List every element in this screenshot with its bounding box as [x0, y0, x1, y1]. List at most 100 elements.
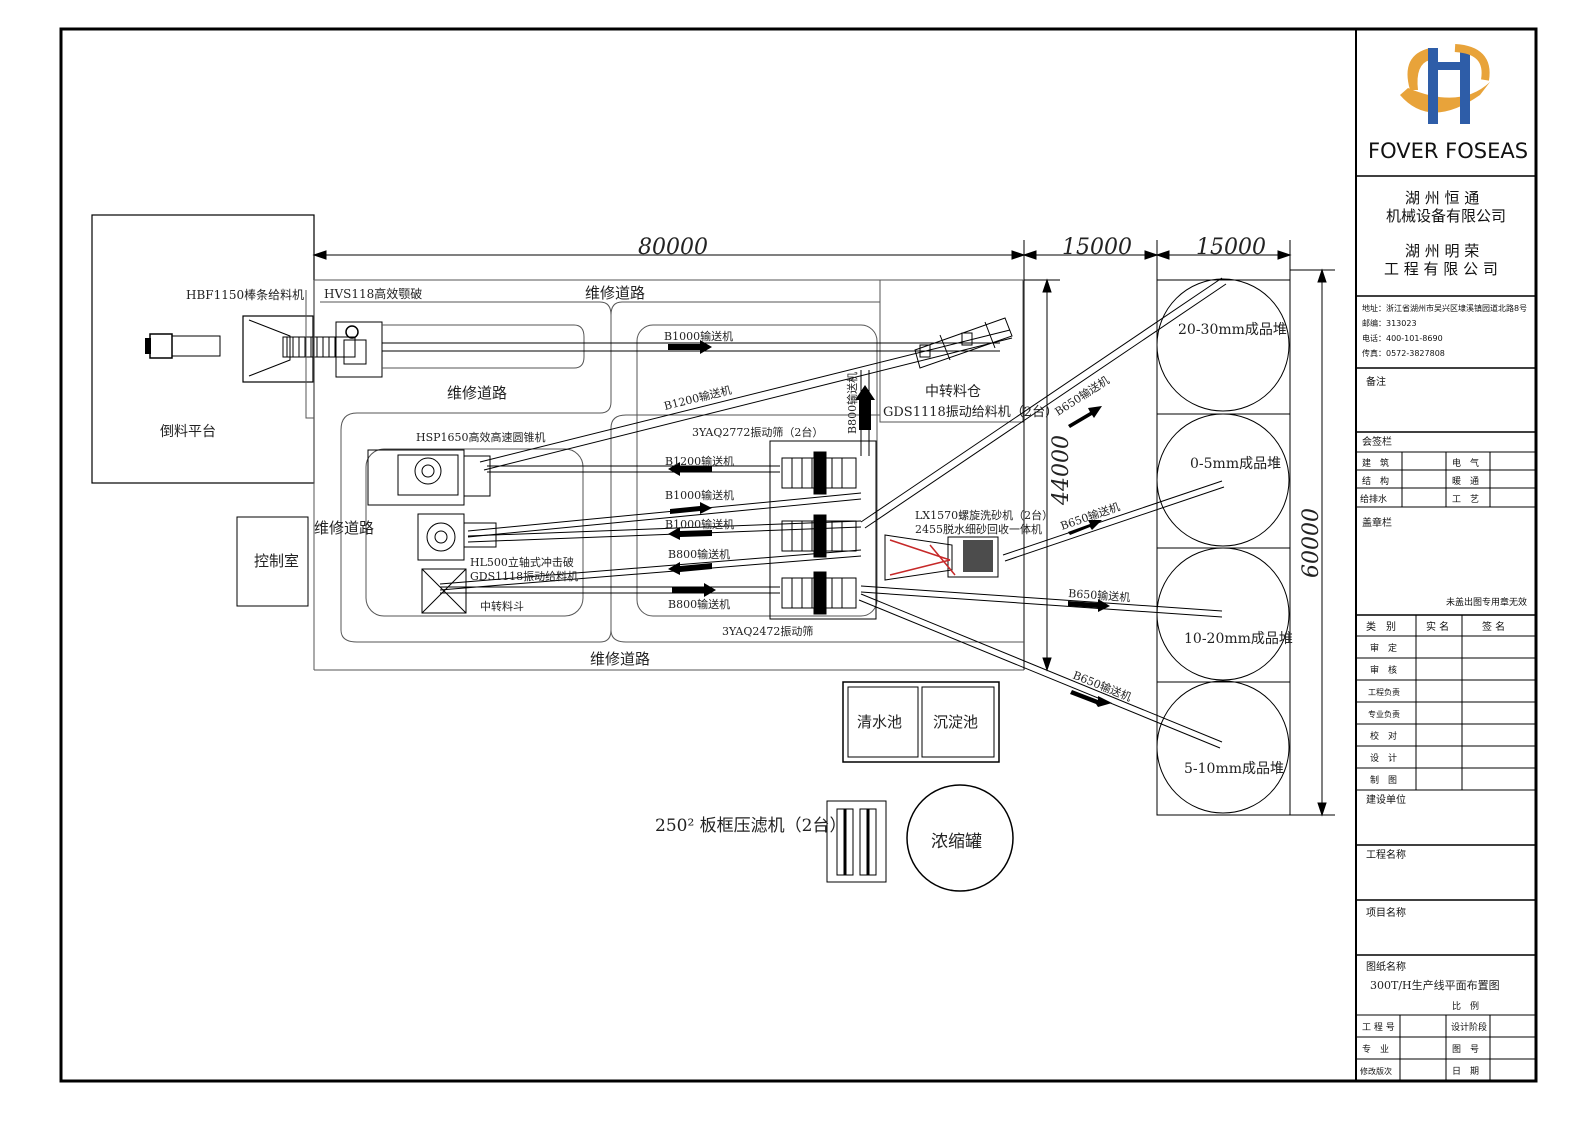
filter-press: [826, 800, 887, 883]
control-room-label: 控制室: [254, 552, 299, 570]
b800-a-label: B800输送机: [668, 547, 730, 561]
thickener-label: 浓缩罐: [931, 832, 982, 852]
proj-lead-label: 工程负责: [1368, 687, 1400, 697]
design-label: 设 计: [1370, 752, 1397, 764]
transfer-bin: [914, 317, 1013, 369]
pile2-label: 0-5mm成品堆: [1190, 456, 1281, 472]
settle-pool-label: 沉淀池: [933, 713, 978, 731]
site-roads: [305, 279, 1024, 671]
jaw-crusher: [335, 321, 383, 378]
proofread-label: 校 对: [1370, 730, 1397, 742]
b1000-b-label: B1000输送机: [665, 488, 734, 502]
hvac-label: 暖 通: [1452, 475, 1479, 487]
cone-crusher: [367, 449, 491, 506]
flow-arrows: [668, 340, 1112, 707]
b1200-a-label: B1200输送机: [662, 383, 732, 413]
logo-icon: [1400, 44, 1490, 124]
countersign-grid: [1356, 451, 1536, 508]
phase-label: 设计阶段: [1451, 1021, 1487, 1033]
platform-label: 倒料平台: [160, 424, 216, 440]
sign-header: 签 名: [1482, 620, 1505, 633]
address-text: 地址：浙江省湖州市吴兴区埭溪镇园道北路8号: [1362, 303, 1527, 313]
process-label: 工 艺: [1452, 494, 1479, 505]
spec-lead-label: 专业负责: [1368, 709, 1400, 719]
b1000-top-label: B1000输送机: [664, 329, 733, 343]
pile3-label: 10-20mm成品堆: [1184, 631, 1293, 647]
transfer-hopper: [421, 568, 467, 614]
water-label: 给排水: [1360, 493, 1387, 505]
pile4-label: 5-10mm成品堆: [1184, 761, 1284, 777]
thickener-tank: [906, 784, 1014, 892]
dim-60000: 60000: [1299, 508, 1324, 578]
pools: [842, 681, 1000, 763]
struct-label: 结 构: [1362, 475, 1389, 487]
jaw-label: HVS118高效颚破: [324, 286, 422, 301]
major-label: 专 业: [1362, 1043, 1389, 1055]
washer1-label: LX1570螺旋洗砂机（2台）: [915, 508, 1053, 522]
b1000-c-label: B1000输送机: [665, 517, 734, 531]
countersign-label: 会签栏: [1362, 435, 1392, 448]
item-name-label: 项目名称: [1366, 906, 1406, 919]
b800-b-label: B800输送机: [668, 597, 730, 611]
screen-bottom-label: 3YAQ2472振动筛: [722, 624, 813, 638]
pile-area: [1156, 278, 1291, 816]
company1-line1: 湖 州 恒 通: [1405, 189, 1479, 207]
filter-label: 250² 板框压滤机（2台）: [655, 816, 846, 836]
clear-pool-label: 清水池: [857, 713, 902, 731]
company2-line2: 工 程 有 限 公 司: [1384, 260, 1498, 278]
vsi-crusher: [417, 513, 497, 561]
revision-label: 修改版次: [1360, 1066, 1392, 1076]
bin-label: 中转料仓: [925, 384, 981, 400]
truck-icon: [145, 333, 221, 359]
feeder-label: HBF1150棒条给料机: [186, 288, 304, 302]
dim-15000-a: 15000: [1062, 235, 1132, 260]
cone-label: HSP1650高效高速圆锥机: [416, 430, 546, 444]
platform-box: [91, 214, 315, 484]
arch-label: 建 筑: [1362, 457, 1389, 469]
feeder-machine: [242, 315, 356, 383]
elec-label: 电 气: [1452, 457, 1479, 469]
draw-label: 制 图: [1370, 774, 1397, 786]
b650-3-label: B650输送机: [1068, 586, 1131, 604]
scale-label: 比 例: [1452, 1000, 1479, 1012]
drawing-title: 300T/H生产线平面布置图: [1370, 978, 1500, 992]
stamp-label: 盖章栏: [1362, 516, 1392, 529]
hopper-label: 中转料斗: [480, 599, 524, 613]
gds-mid-label: GDS1118振动给料机: [470, 569, 578, 583]
road-mid-label: 维修道路: [447, 384, 507, 402]
screen-top-label: 3YAQ2772振动筛（2台）: [692, 425, 823, 439]
sand-washer: [884, 534, 999, 581]
builder-label: 建设单位: [1366, 793, 1406, 806]
road-top-label: 维修道路: [585, 284, 645, 302]
dim-80000: 80000: [638, 235, 708, 260]
project-no-label: 工 程 号: [1362, 1022, 1395, 1033]
outer-frame: [59, 27, 1538, 1083]
gds-top-label: GDS1118振动给料机（2台）: [883, 405, 1058, 420]
date-label: 日 期: [1452, 1066, 1479, 1077]
fax-text: 传真：0572-3827808: [1362, 348, 1445, 358]
company2-line1: 湖 州 明 荣: [1405, 242, 1479, 260]
stamp-note: 未盖出图专用章无效: [1446, 596, 1527, 608]
sign-name-header: 实 名: [1426, 620, 1449, 633]
type-header: 类 别: [1366, 620, 1396, 633]
vsi-label: HL500立轴式冲击破: [470, 555, 574, 569]
b1200-b-label: B1200输送机: [665, 454, 734, 468]
road-left-label: 维修道路: [314, 519, 374, 537]
project-name-label: 工程名称: [1366, 848, 1406, 861]
phone-text: 电话：400-101-8690: [1362, 333, 1443, 343]
check-label: 审 核: [1370, 664, 1397, 676]
brand-name: FOVER FOSEAS: [1368, 139, 1528, 163]
company1-line2: 机械设备有限公司: [1386, 207, 1506, 225]
footer-grid: [1356, 1014, 1536, 1081]
washer2-label: 2455脱水细砂回收一体机: [915, 522, 1042, 536]
road-bottom-label: 维修道路: [590, 650, 650, 668]
pile1-label: 20-30mm成品堆: [1178, 322, 1287, 338]
approve-label: 审 定: [1370, 642, 1397, 654]
dim-44000: 44000: [1049, 435, 1074, 506]
conveyors: [382, 277, 1227, 749]
b800-v-label: B800输送机: [845, 372, 859, 434]
control-room: [236, 516, 309, 607]
drawing-name-label: 图纸名称: [1366, 960, 1406, 973]
remarks-label: 备注: [1366, 375, 1386, 388]
